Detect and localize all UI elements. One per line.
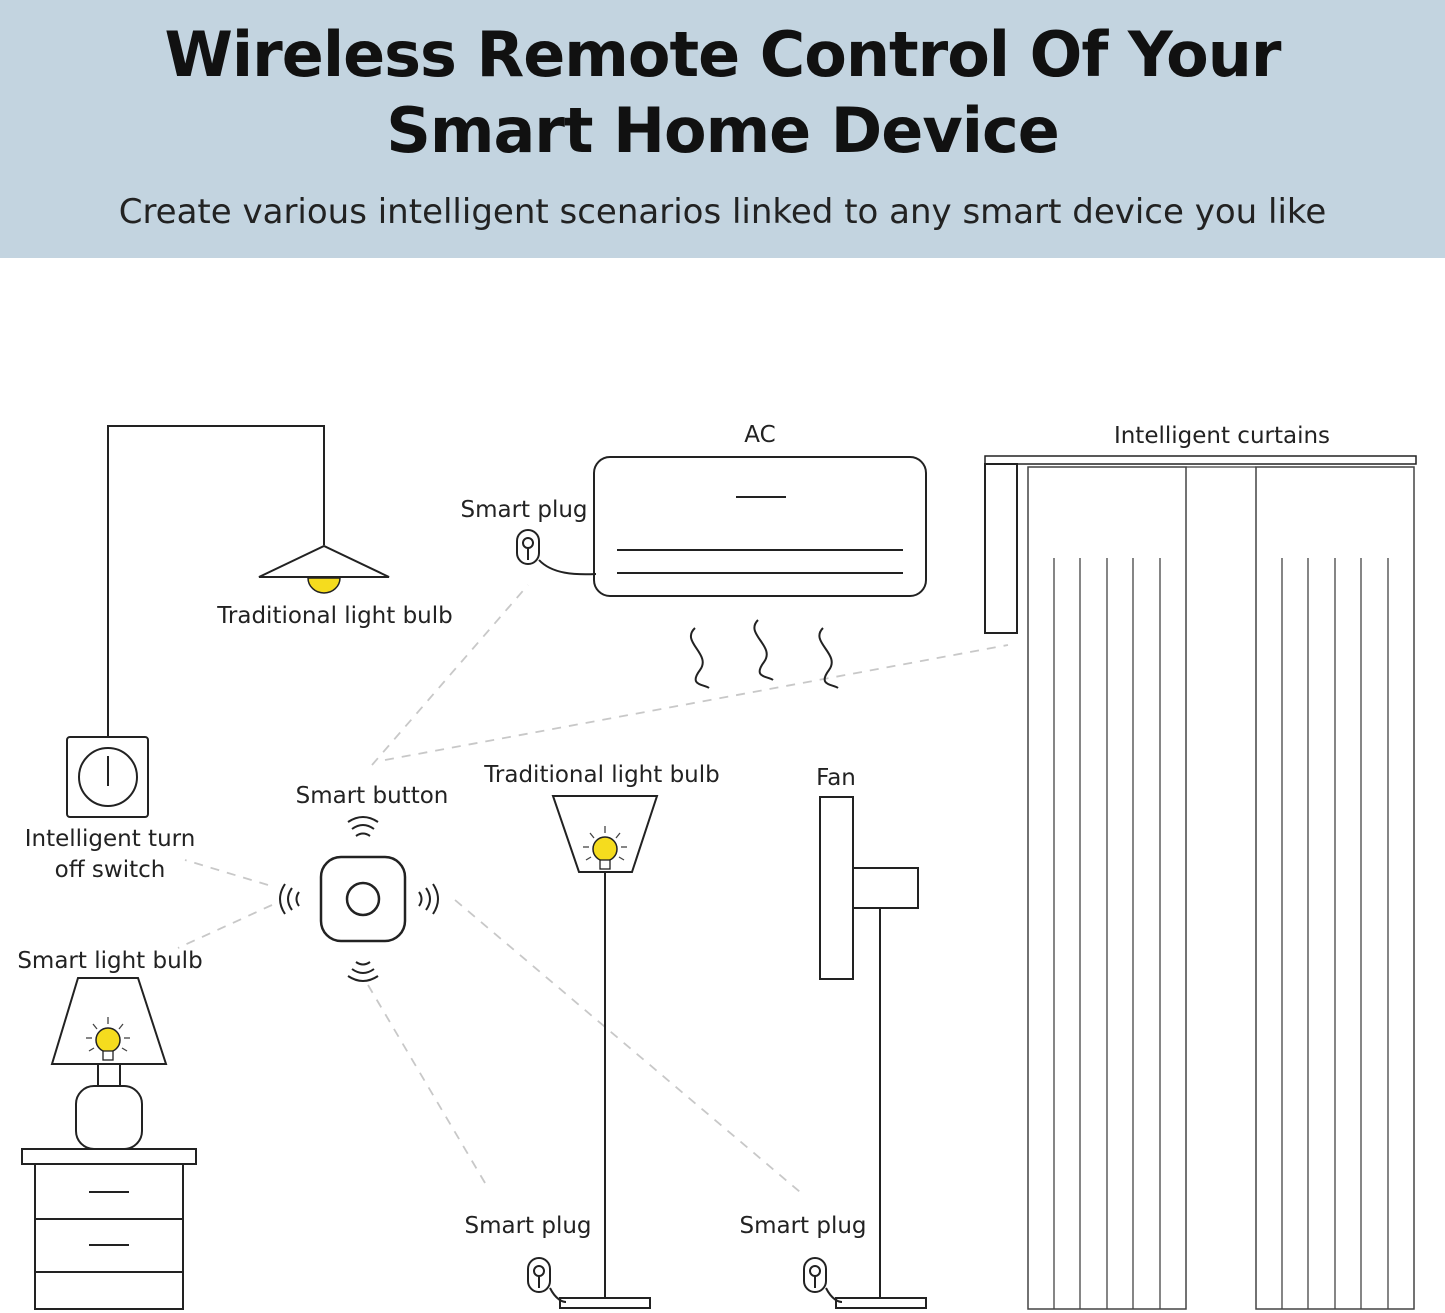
link-to-lamp-plug [367, 984, 489, 1189]
pendant-lamp [107, 425, 390, 742]
label-smart-plug-lamp: Smart plug [464, 1213, 591, 1239]
link-to-smart-bulb [177, 904, 273, 949]
button-ring-icon [345, 881, 381, 917]
label-fan: Fan [816, 765, 856, 791]
light-rays [583, 826, 627, 861]
fan [819, 796, 927, 1309]
curtain-rail [984, 455, 1417, 465]
link-to-curtains [384, 644, 1009, 761]
airflow-icon [818, 627, 839, 689]
label-smart-button: Smart button [296, 783, 449, 809]
airflow-icon [753, 619, 774, 681]
wireless-links [177, 584, 1009, 1193]
label-switch-line-2: off switch [55, 857, 166, 883]
floor-lamp-base [559, 1297, 651, 1309]
airflow-icon [689, 627, 710, 689]
fan-head [819, 796, 854, 980]
wifi-signal-icon [279, 816, 439, 982]
label-smart-light-bulb: Smart light bulb [17, 948, 202, 974]
smart-plug-lamp [527, 1257, 567, 1303]
lightbulb-icon [307, 577, 341, 594]
ac-body [593, 456, 927, 597]
table-lamp-base [75, 1085, 143, 1150]
table-lamp-shade [50, 977, 168, 1065]
smart-plug-ac [516, 529, 597, 576]
smart-button [279, 816, 439, 982]
floor-lamp-shade [551, 795, 659, 873]
lightbulb-icon [95, 1027, 121, 1053]
label-intelligent-curtains: Intelligent curtains [1114, 423, 1330, 449]
header-banner: Wireless Remote Control Of Your Smart Ho… [0, 0, 1445, 258]
label-smart-plug-fan: Smart plug [739, 1213, 866, 1239]
label-traditional-bulb-floor: Traditional light bulb [483, 762, 720, 788]
nightstand [21, 1148, 197, 1310]
page-subtitle: Create various intelligent scenarios lin… [118, 192, 1327, 232]
fan-motor [852, 867, 919, 909]
page-title-line-2: Smart Home Device [386, 94, 1060, 167]
link-to-ac-plug [371, 584, 529, 766]
table-lamp [50, 977, 168, 1150]
link-to-switch [184, 859, 269, 886]
floor-lamp [551, 795, 659, 1309]
label-ac: AC [744, 422, 775, 448]
lightbulb-icon [592, 836, 618, 862]
label-smart-plug-ac: Smart plug [460, 497, 587, 523]
page-title-line-1: Wireless Remote Control Of Your [164, 18, 1282, 91]
light-rays [86, 1017, 130, 1052]
power-icon [78, 747, 138, 807]
fan-base [835, 1297, 927, 1309]
curtain-motor [984, 463, 1018, 634]
label-traditional-bulb-top: Traditional light bulb [216, 603, 453, 629]
intelligent-curtains [984, 455, 1417, 1310]
intelligent-switch [66, 736, 149, 818]
lamp-shade [258, 544, 390, 578]
label-switch-line-1: Intelligent turn [25, 826, 196, 852]
lamp-wire [107, 425, 325, 742]
smart-plug-fan [803, 1257, 843, 1303]
smart-button-body [319, 855, 407, 943]
link-to-fan-plug [454, 899, 801, 1193]
air-conditioner [593, 456, 927, 689]
